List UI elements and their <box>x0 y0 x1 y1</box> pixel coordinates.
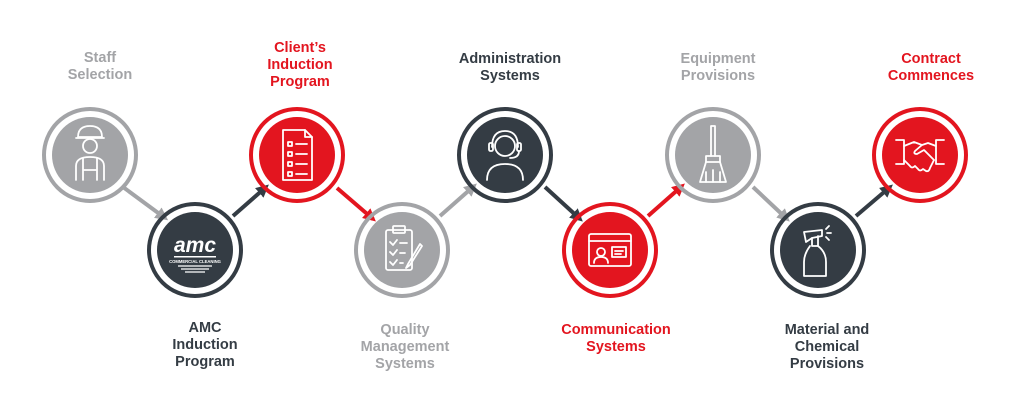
label-material-chemical-provisions: Material and Chemical Provisions <box>784 322 870 372</box>
cleaner-person-icon <box>75 125 105 181</box>
step-node-clients-induction-program <box>249 107 345 203</box>
step-node-equipment-provisions <box>665 107 761 203</box>
clipboard-pen-icon <box>385 225 423 271</box>
spray-bottle-icon <box>803 225 832 277</box>
step-node-material-chemical-provisions <box>770 202 866 298</box>
label-quality-management-systems: Quality Management Systems <box>360 322 450 372</box>
id-card-icon <box>588 233 632 267</box>
label-amc-induction-program: AMC Induction Program <box>172 320 238 370</box>
connector-arrow <box>335 186 376 222</box>
connector-arrow <box>543 185 583 222</box>
label-contract-commences: Contract Commences <box>887 51 975 84</box>
connector-arrow <box>646 183 685 218</box>
label-administration-systems: Administration Systems <box>458 51 562 84</box>
checklist-document-icon <box>282 129 313 181</box>
broom-icon <box>699 125 727 183</box>
headset-operator-icon <box>486 130 524 181</box>
connector-arrow <box>854 184 893 218</box>
step-node-staff-selection <box>42 107 138 203</box>
label-staff-selection: Staff Selection <box>67 50 133 83</box>
step-node-contract-commences <box>872 107 968 203</box>
label-clients-induction-program: Client’s Induction Program <box>267 40 333 90</box>
step-node-amc-induction-program: amc COMMERCIAL CLEANING <box>147 202 243 298</box>
step-node-administration-systems <box>457 107 553 203</box>
step-node-communication-systems <box>562 202 658 298</box>
handshake-icon <box>895 139 945 173</box>
label-communication-systems: Communication Systems <box>561 322 671 355</box>
label-equipment-provisions: Equipment Provisions <box>680 51 756 84</box>
connector-arrow <box>438 183 477 218</box>
connector-arrow <box>121 185 169 221</box>
step-node-quality-management-systems <box>354 202 450 298</box>
amc-logo-text: amc <box>174 234 216 257</box>
amc-logo-icon: amc COMMERCIAL CLEANING <box>169 234 221 273</box>
connector-arrow <box>751 185 790 222</box>
amc-logo-subtext: COMMERCIAL CLEANING <box>169 259 221 264</box>
connector-arrow <box>231 184 269 218</box>
